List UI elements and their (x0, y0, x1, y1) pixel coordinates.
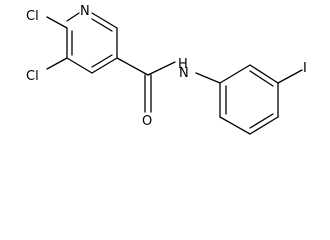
pyridine-ring (66, 12, 118, 74)
iodo-substituent (277, 69, 303, 84)
atom-label-cl-upper: Cl (26, 9, 39, 24)
iodophenyl-ring (219, 64, 279, 135)
bond-a3-iodine (277, 69, 303, 84)
atom-label-amide-h: H (178, 57, 188, 72)
atom-label-amide-n: N (179, 66, 189, 81)
bond-c3-carbonyl (116, 57, 149, 76)
bond-n1-c2 (91, 12, 118, 29)
chemical-structure: N Cl Cl H N O I (26, 4, 307, 135)
atom-label-carbonyl-o: O (142, 114, 152, 129)
amide-group (116, 57, 221, 113)
chloro-substituents (46, 16, 68, 70)
atom-label-iodine: I (303, 61, 307, 76)
bond-carbonyl-n (147, 61, 176, 76)
bond-c6-cl-upper (46, 16, 68, 29)
bond-a4-a5-inner (249, 113, 274, 129)
bond-a1-a2 (219, 64, 251, 84)
bond-a2-a3-inner (249, 70, 274, 87)
bond-c3-c4 (91, 57, 118, 74)
atom-label-cl-lower: Cl (26, 69, 39, 84)
bond-c3-c4-inner (91, 54, 113, 68)
bond-n-aryl (195, 72, 221, 84)
bond-a5-a6 (219, 116, 251, 135)
bond-n1-c2-inner (91, 18, 113, 32)
bond-a4-a5 (249, 116, 279, 135)
bond-c4-c5 (66, 57, 93, 74)
bond-a2-a3 (249, 64, 279, 84)
bond-c6-n1 (66, 12, 80, 22)
atom-label-pyridine-n: N (80, 4, 90, 19)
bond-c5-cl-lower (46, 57, 68, 70)
atom-labels: N Cl Cl H N O I (26, 4, 307, 129)
